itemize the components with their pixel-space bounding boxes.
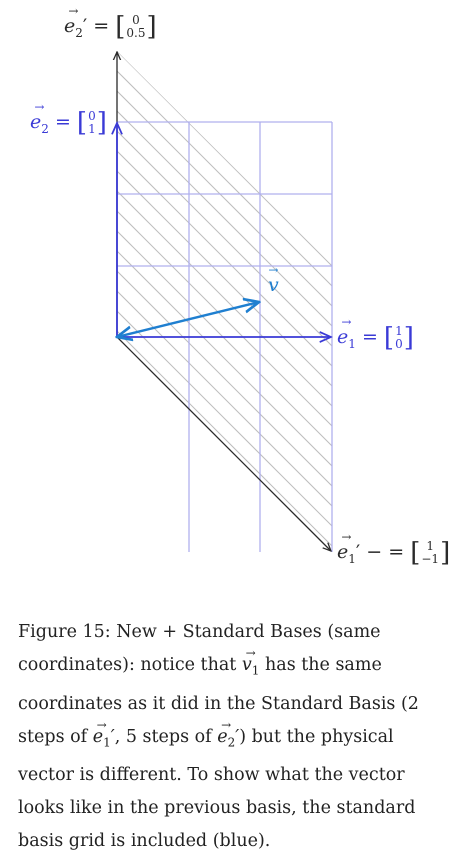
- new-grid-line: [117, 110, 332, 327]
- new-grid-line: [117, 70, 332, 287]
- new-grid-line: [117, 270, 332, 487]
- new-grid-line: [117, 150, 332, 367]
- new-grid-line: [117, 310, 332, 527]
- new-grid-line: [117, 170, 332, 387]
- e1-prime-axis: [116, 336, 331, 551]
- new-basis-grid: [117, 51, 332, 547]
- new-grid-line: [117, 190, 332, 407]
- e2-label: e2 = [01]: [30, 101, 107, 136]
- new-grid-line: [117, 250, 332, 467]
- caption-text: has the same coordinates as it did in th…: [18, 655, 419, 747]
- basis-diagram: e2′ = [00.5] e2 = [01] v e1 = [10] e1′ −…: [0, 0, 466, 600]
- new-grid-line: [117, 330, 332, 547]
- new-grid-line: [117, 290, 332, 507]
- new-grid-line: [117, 210, 332, 427]
- e2-prime-label: e2′ = [00.5]: [64, 5, 157, 40]
- e1-prime-label: e1′ − = [1−1]: [337, 531, 450, 566]
- caption-e1-prime-symbol: e1′: [93, 709, 115, 749]
- new-grid-line: [117, 51, 332, 267]
- e1-label: e1 = [10]: [337, 316, 414, 351]
- basis-diagram-svg: [0, 51, 333, 600]
- figure-caption: Figure 15: New + Standard Bases (same co…: [18, 616, 448, 858]
- new-grid-line: [117, 230, 332, 447]
- caption-e2-prime-symbol: e2′: [217, 709, 239, 749]
- caption-text: , 5 steps of: [114, 726, 218, 747]
- caption-text: Figure 15: New + Standard Bases (same co…: [18, 622, 381, 675]
- caption-v1-symbol: v1: [242, 637, 260, 677]
- new-grid-line: [117, 130, 332, 347]
- caption-text: ) but the physical vector is different. …: [18, 726, 416, 852]
- new-grid-line: [117, 90, 332, 307]
- v-label: v: [268, 264, 279, 295]
- v-vector: [117, 302, 259, 337]
